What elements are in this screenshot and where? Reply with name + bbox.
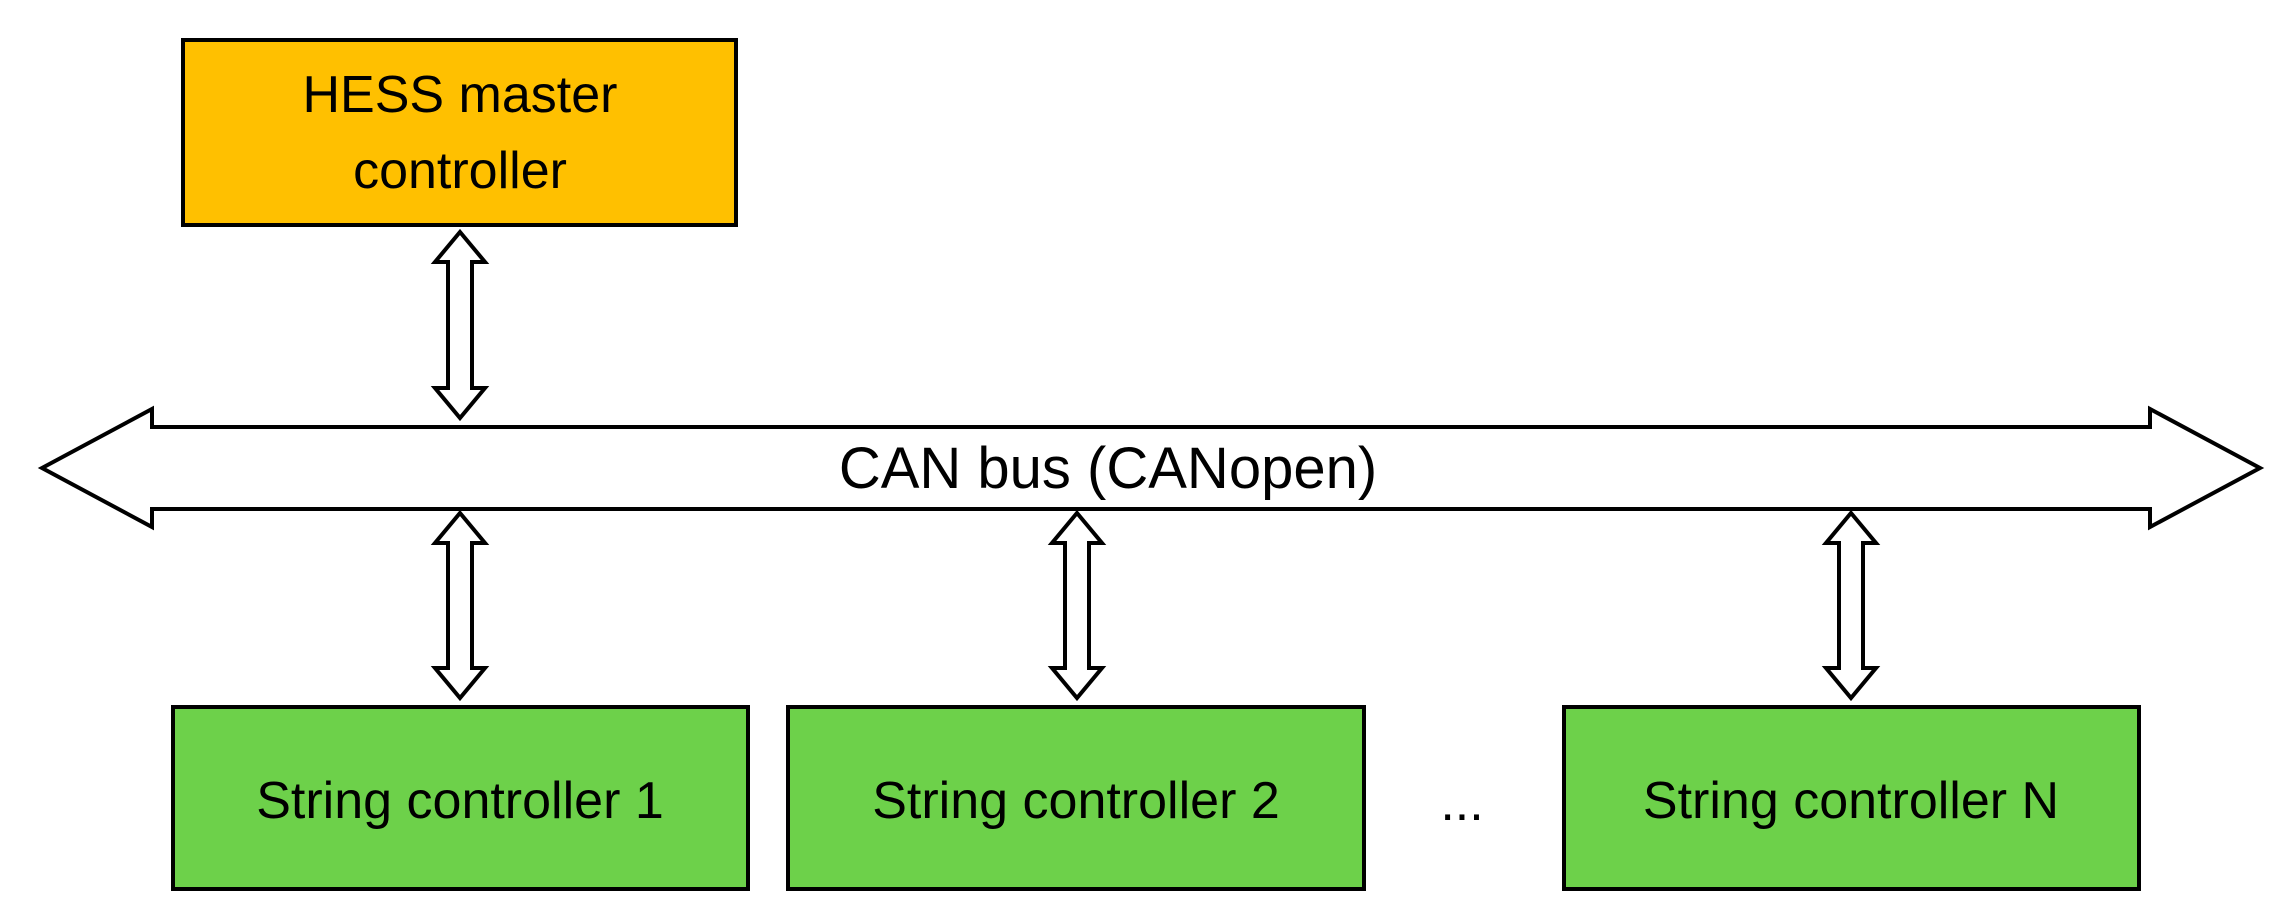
string-controller-1: String controller 1 xyxy=(171,705,750,891)
string-controller-1-box xyxy=(171,705,750,891)
string-controller-2-box xyxy=(786,705,1366,891)
string-controller-1-label: String controller 1 xyxy=(256,772,664,830)
master-controller-box xyxy=(181,38,738,227)
string-controller-n-arrow xyxy=(1821,509,1881,702)
string-controller-n-label: String controller N xyxy=(1643,772,2059,830)
master-controller-label-line2: controller xyxy=(353,142,567,200)
hess-master-controller: HESS master controller xyxy=(181,38,738,227)
can-bus-arrow-shape xyxy=(37,405,2265,531)
can-bus-label: CAN bus (CANopen) xyxy=(839,436,1377,501)
master-controller-label-line1: HESS master xyxy=(303,66,618,124)
string-controller-n-box xyxy=(1562,705,2141,891)
can-bus: CAN bus (CANopen) xyxy=(37,405,2265,531)
string-controller-1-arrow xyxy=(430,509,490,702)
string-controller-2: String controller 2 xyxy=(786,705,1366,891)
master-bus-arrow xyxy=(430,228,490,422)
string-controller-2-arrow xyxy=(1047,509,1107,702)
string-controller-2-label: String controller 2 xyxy=(872,772,1280,830)
string-controller-n: String controller N xyxy=(1562,705,2141,891)
ellipsis: ... xyxy=(1440,774,1483,832)
